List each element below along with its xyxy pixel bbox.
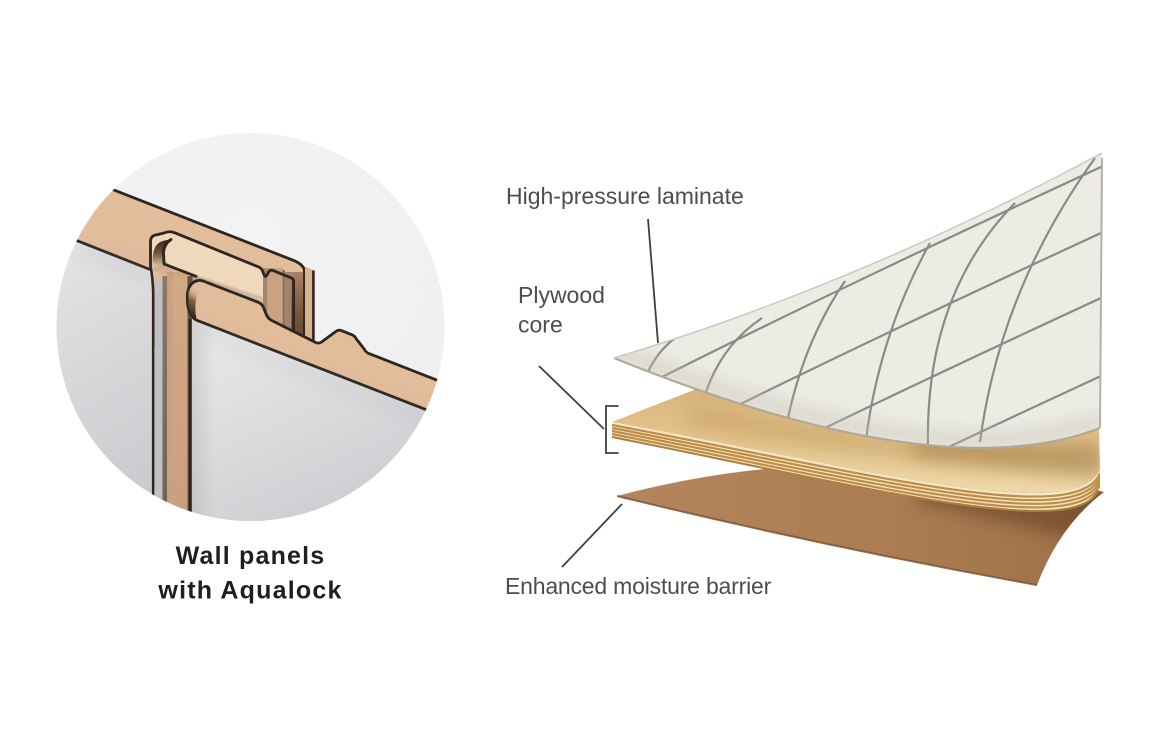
svg-text:Plywood: Plywood <box>518 282 605 308</box>
svg-text:Enhanced moisture barrier: Enhanced moisture barrier <box>505 573 772 599</box>
svg-text:with Aqualock: with Aqualock <box>157 577 342 605</box>
svg-text:High-pressure laminate: High-pressure laminate <box>506 183 744 209</box>
svg-text:core: core <box>518 312 563 338</box>
svg-text:Wall panels: Wall panels <box>176 542 326 570</box>
